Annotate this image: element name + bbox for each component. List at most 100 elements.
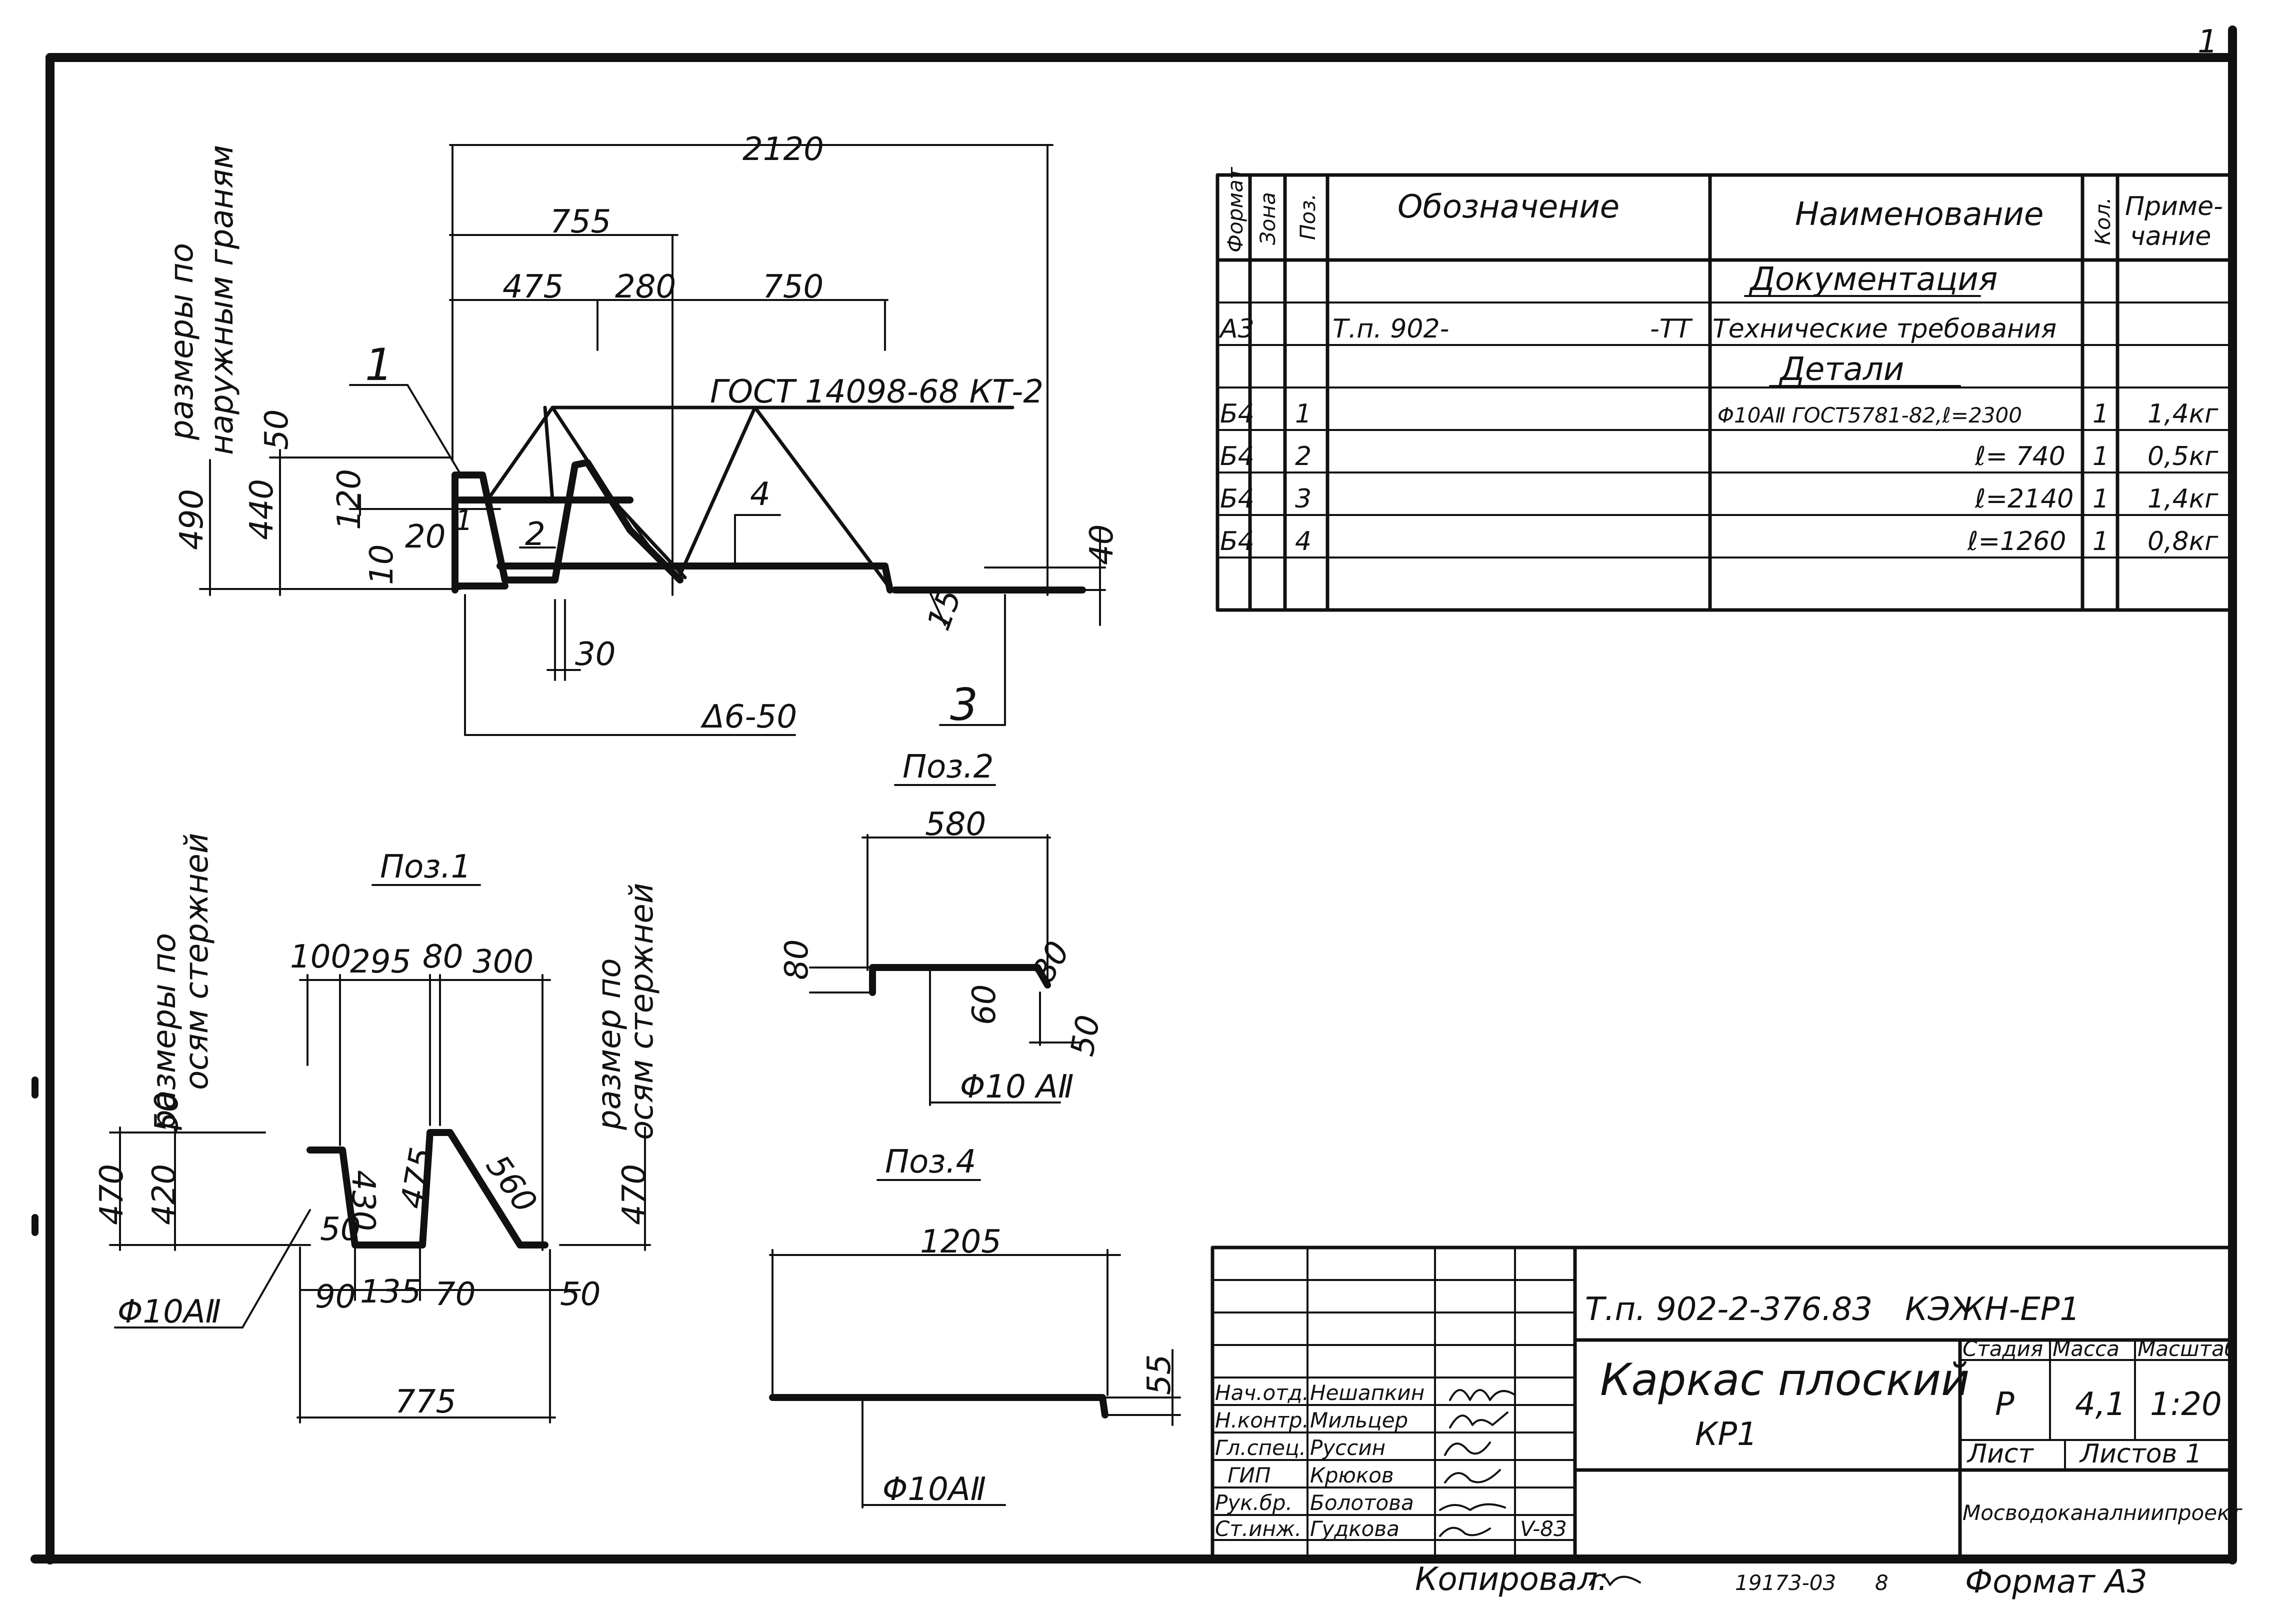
dim-750: 750: [762, 268, 824, 306]
pos2-dim-80b: 80: [1025, 935, 1078, 989]
pos1-dim-135: 135: [360, 1274, 421, 1310]
format-label: Формат А3: [1965, 1564, 2148, 1600]
weld-label: Δ6-50: [700, 698, 797, 736]
spec-header-designation: Обозначение: [1398, 188, 1620, 226]
sig-role-3: Гл.спец.: [1215, 1436, 1306, 1460]
spec-header-name: Наименование: [1795, 196, 2044, 233]
pos1-dim-295: 295: [350, 944, 411, 980]
spec-section-docs: Документация: [1748, 261, 1998, 298]
spec-doc-designation: Т.п. 902-: [1332, 314, 1449, 344]
side-caption-line2: наружным граням: [204, 145, 240, 455]
spec-row1-qty: 1: [2092, 399, 2109, 429]
pos2-bar: Φ10 АⅡ: [960, 1068, 1074, 1106]
pos1-dim-50-bottom: 50: [560, 1276, 600, 1313]
dim-120: 120: [331, 469, 368, 530]
pos4-title: Поз.4: [885, 1144, 976, 1180]
pos1-dim-470-right: 470: [616, 1164, 653, 1225]
title-code2: КЭЖН-ЕР1: [1905, 1291, 2080, 1328]
pos-label-1-small: 1: [455, 504, 473, 537]
main-view: [199, 144, 1106, 736]
sig-date: V-83: [1520, 1516, 1567, 1541]
title-stage: Р: [1995, 1386, 2014, 1423]
title-block-grid: [1210, 1246, 2234, 1560]
spec-row4-note: 0,8кг: [2148, 526, 2218, 556]
pos1-caption-right-1: размер по: [591, 958, 628, 1131]
spec-doc-format: А3: [1218, 314, 1254, 344]
pos-label-2: 2: [525, 516, 546, 553]
title-scale-label: Масштаб: [2138, 1336, 2238, 1361]
pos1-dim-475: 475: [394, 1145, 441, 1212]
pos-label-1: 1: [365, 339, 393, 390]
dim-30: 30: [575, 636, 616, 673]
spec-header-format: Формат: [1223, 166, 1248, 252]
dim-20: 20: [405, 518, 446, 556]
title-stage-label: Стадия: [1962, 1336, 2043, 1361]
pos2-dim-50: 50: [1064, 1012, 1108, 1059]
sig-name-6: Гудкова: [1310, 1516, 1400, 1541]
sig-name-5: Болотова: [1310, 1490, 1414, 1515]
pos1-caption-right-2: осям стержней: [624, 883, 660, 1140]
pos1-title: Поз.1: [380, 848, 471, 886]
pos1-caption-left-2: осям стержней: [178, 833, 216, 1090]
spec-row2-name: ℓ= 740: [1974, 442, 2066, 472]
gost-label: ГОСТ 14098-68 КТ-2: [710, 374, 1044, 410]
pos4-dim-1205: 1205: [920, 1224, 1002, 1260]
pos1-dim-775: 775: [395, 1384, 456, 1420]
spec-table-grid: [1216, 173, 2234, 612]
sig-name-2: Мильцер: [1310, 1408, 1408, 1432]
title-mass-label: Масса: [2052, 1336, 2120, 1361]
dim-2120: 2120: [742, 131, 824, 168]
spec-row: Б4 1 Φ10АⅡ ГОСТ5781-82,ℓ=2300 1 1,4кг: [1220, 399, 2218, 429]
pos-label-3: 3: [950, 679, 978, 730]
sig-role-6: Ст.инж.: [1215, 1516, 1302, 1541]
pos-label-4: 4: [750, 476, 770, 513]
spec-row3-pos: 3: [1295, 484, 1312, 514]
spec-header-note-2: чание: [2130, 222, 2211, 252]
pos1-dim-470: 470: [94, 1164, 130, 1225]
spec-row4-name: ℓ=1260: [1967, 526, 2066, 556]
inventory-sheet: 8: [1875, 1570, 1888, 1595]
spec-row4-pos: 4: [1295, 526, 1312, 556]
pos1-caption-left-1: размеры по: [146, 933, 183, 1130]
pos1-drawing: [109, 974, 651, 1424]
pos4-bar: Φ10АⅡ: [882, 1471, 986, 1508]
pos1-dim-80: 80: [422, 938, 463, 976]
spec-row: Б4 2 ℓ= 740 1 0,5кг: [1220, 442, 2218, 472]
pos1-dim-300: 300: [472, 944, 534, 980]
dim-475: 475: [502, 268, 564, 306]
sig-role-2: Н.контр.: [1215, 1408, 1309, 1432]
spec-header-qty: Кол.: [2090, 197, 2115, 245]
pos1-dim-70: 70: [435, 1276, 476, 1313]
spec-row4-qty: 1: [2092, 526, 2109, 556]
spec-row: Б4 4 ℓ=1260 1 0,8кг: [1220, 526, 2218, 556]
copied-signature: [1589, 1574, 1641, 1586]
sig-role-1: Нач.отд.: [1215, 1380, 1309, 1405]
spec-row2-format: Б4: [1220, 442, 1254, 472]
dim-755: 755: [550, 204, 611, 240]
pos1-dim-420: 420: [146, 1164, 183, 1225]
pos1-dim-90: 90: [315, 1278, 356, 1316]
pos1-dim-100: 100: [290, 938, 351, 976]
spec-row3-qty: 1: [2092, 484, 2109, 514]
spec-row2-note: 0,5кг: [2148, 442, 2218, 472]
pos1-dim-560: 560: [478, 1148, 544, 1220]
pos2-title: Поз.2: [902, 748, 994, 786]
pos2-dim-80a: 80: [778, 940, 816, 980]
dim-10: 10: [364, 544, 400, 585]
sig-name-3: Руссин: [1310, 1436, 1386, 1460]
dim-440: 440: [244, 479, 280, 540]
pos1-bar: Φ10АⅡ: [118, 1294, 221, 1330]
sig-name-1: Нешапкин: [1310, 1380, 1424, 1405]
spec-doc-name: Технические требования: [1712, 314, 2056, 344]
spec-row1-name: Φ10АⅡ ГОСТ5781-82,ℓ=2300: [1718, 403, 2022, 428]
signature-rows: Нач.отд. Нешапкин Н.контр. Мильцер Гл.сп…: [1215, 1380, 1567, 1541]
pos2-dim-580: 580: [925, 806, 986, 843]
dim-50: 50: [258, 410, 296, 450]
sig-name-4: Крюков: [1310, 1463, 1394, 1488]
spec-header-zone: Зона: [1256, 192, 1280, 245]
inventory-number: 19173-03: [1735, 1570, 1836, 1595]
pos1-dim-50-inner: 50: [320, 1211, 360, 1248]
title-main-1: Каркас плоский: [1600, 1354, 1970, 1406]
pos4-dim-55: 55: [1141, 1354, 1178, 1395]
